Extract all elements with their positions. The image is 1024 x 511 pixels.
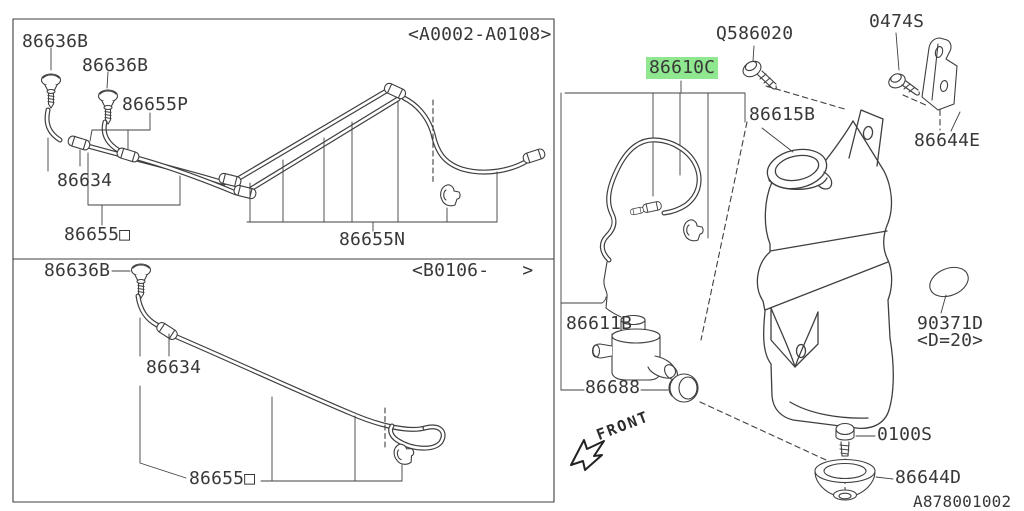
part-label-0474s[interactable]: 0474S [869, 11, 925, 32]
part-label-86655sq-bottom[interactable]: 86655□ [189, 468, 256, 489]
range-code-top: <A0002-A0108> [408, 24, 552, 45]
bottom-panel-nozzle-drawing [130, 263, 152, 299]
part-label-86655p[interactable]: 86655P [122, 94, 189, 115]
front-arrow-icon [570, 439, 605, 471]
bracket-86644e-drawing [921, 37, 958, 111]
range-code-bottom: <B0106- > [412, 260, 534, 281]
top-panel-hose-drawing [44, 81, 547, 207]
panel-bottom-frame [12, 258, 555, 503]
bolt-0100s-drawing [835, 422, 855, 457]
screw-q586020-drawing [742, 60, 777, 90]
part-label-86655sq-top[interactable]: 86655□ [64, 224, 131, 245]
tank-drawing [756, 109, 894, 429]
part-label-86655n[interactable]: 86655N [339, 229, 406, 250]
bottom-panel-hose-drawing [135, 293, 446, 468]
part-label-86636b-top-left[interactable]: 86636B [22, 31, 89, 52]
top-panel-nozzles-drawing [40, 73, 119, 125]
part-label-q586020[interactable]: Q586020 [716, 23, 794, 44]
part-label-86636b-bottom[interactable]: 86636B [44, 260, 111, 281]
main-leader-lines [752, 32, 961, 480]
washer-hose-drawing [599, 137, 704, 318]
part-label-86611b[interactable]: 86611B [566, 313, 633, 334]
part-label-86610c-highlighted[interactable]: 86610C [646, 57, 719, 79]
part-label-86644e[interactable]: 86644E [914, 130, 981, 151]
screw-0474s-drawing [888, 73, 920, 96]
washer-motor-drawing [591, 314, 678, 381]
packing-86644d-drawing [814, 458, 876, 501]
subassembly-bracket-lines [560, 80, 746, 391]
part-label-90371d[interactable]: 90371D [917, 313, 984, 334]
diagram-code: A878001002 [913, 492, 1012, 511]
top-panel-leader-lines [47, 47, 498, 232]
part-label-86636b-top-right[interactable]: 86636B [82, 55, 149, 76]
part-label-86644d[interactable]: 86644D [895, 467, 962, 488]
grommet-86688-drawing [668, 373, 699, 403]
part-note-d20: <D=20> [917, 330, 984, 351]
bottom-panel-leader-lines [111, 270, 403, 482]
plug-90371d-drawing [929, 266, 969, 298]
part-label-86615b[interactable]: 86615B [749, 104, 816, 125]
part-label-0100s[interactable]: 0100S [877, 424, 933, 445]
part-label-86634-top[interactable]: 86634 [57, 170, 113, 191]
part-label-86634-bottom[interactable]: 86634 [146, 357, 202, 378]
part-label-86688[interactable]: 86688 [585, 377, 641, 398]
